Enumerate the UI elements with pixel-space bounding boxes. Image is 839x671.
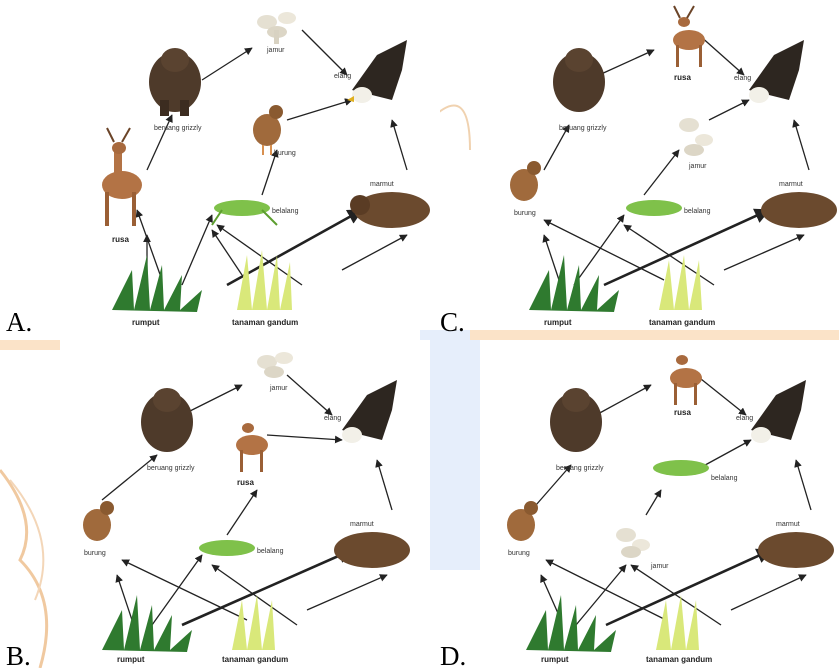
deer-icon <box>102 128 142 226</box>
label-top: rusa <box>674 408 691 417</box>
food-web-d: rusa beruang grizzly elang jamur burung … <box>486 340 839 668</box>
deer-icon <box>236 423 268 472</box>
bear-icon <box>550 388 602 452</box>
option-c-letter[interactable]: C. <box>440 309 465 336</box>
rodent-icon <box>758 532 834 568</box>
label-bear: beruang grizzly <box>154 125 202 132</box>
label-grass: rumput <box>132 318 160 327</box>
bird-icon <box>507 501 538 541</box>
label-bear: beruang grizzly <box>556 465 604 472</box>
label-mushroom: jamur <box>688 163 707 170</box>
mushroom-icon <box>257 12 296 44</box>
eagle-icon <box>342 380 397 443</box>
bird-icon <box>83 501 114 541</box>
wheat-icon <box>232 595 275 650</box>
option-b-panel: jamur beruang grizzly elang rusa burung … <box>62 340 430 668</box>
label-grass: rumput <box>117 655 145 664</box>
label-rodent: marmut <box>350 521 374 528</box>
label-bird: burung <box>508 550 530 557</box>
deer-icon <box>673 6 705 67</box>
label-eagle: elang <box>324 415 341 422</box>
label-plant: tanaman gandum <box>649 318 715 327</box>
label-deer: rusa <box>237 478 254 487</box>
eagle-icon <box>749 40 804 103</box>
label-rodent: marmut <box>370 181 394 188</box>
bear-icon <box>141 388 193 452</box>
option-d-letter[interactable]: D. <box>440 643 466 670</box>
bird-icon <box>253 105 283 155</box>
label-bear: beruang grizzly <box>559 125 607 132</box>
label-hopper: belalang <box>711 475 738 482</box>
label-top: jamur <box>269 385 288 392</box>
label-bird: burung <box>84 550 106 557</box>
label-grass: rumput <box>544 318 572 327</box>
mushroom-icon <box>257 352 293 378</box>
label-eagle: elang <box>736 415 753 422</box>
grass-icon <box>526 595 616 652</box>
label-eagle: elang <box>334 73 351 80</box>
deer-icon <box>670 355 702 405</box>
label-top: rusa <box>674 73 691 82</box>
bear-icon <box>553 48 605 112</box>
wheat-icon <box>656 595 699 650</box>
option-d-panel: rusa beruang grizzly elang jamur burung … <box>486 340 839 668</box>
label-rodent: marmut <box>776 521 800 528</box>
eagle-icon <box>347 40 407 103</box>
label-top: jamur <box>266 47 285 54</box>
label-bear: beruang grizzly <box>147 465 195 472</box>
rodent-icon <box>761 192 837 228</box>
food-web-b: jamur beruang grizzly elang rusa burung … <box>62 340 430 668</box>
rodent-icon <box>350 192 430 228</box>
label-rodent: marmut <box>779 181 803 188</box>
grasshopper-icon <box>199 540 255 556</box>
label-eagle: elang <box>734 75 751 82</box>
rodent-icon <box>334 532 410 568</box>
grasshopper-icon <box>212 200 277 225</box>
option-c-panel: rusa beruang grizzly elang jamur burung … <box>484 0 839 330</box>
label-bird: burung <box>514 210 536 217</box>
label-plant: tanaman gandum <box>222 655 288 664</box>
bird-icon <box>510 161 541 201</box>
label-plant: tanaman gandum <box>646 655 712 664</box>
option-a-panel: jamur beruang grizzly elang rusa burung … <box>62 0 440 330</box>
label-hopper: belalang <box>684 208 711 215</box>
food-web-a: jamur beruang grizzly elang rusa burung … <box>62 0 440 330</box>
food-web-c: rusa beruang grizzly elang jamur burung … <box>484 0 839 330</box>
grasshopper-icon <box>653 460 709 476</box>
label-deer: rusa <box>112 235 129 244</box>
eagle-icon <box>751 380 806 443</box>
option-b-letter[interactable]: B. <box>6 643 31 670</box>
label-hopper: belalang <box>272 208 299 215</box>
grass-icon <box>102 595 192 652</box>
grass-icon <box>112 255 202 312</box>
label-plant: tanaman gandum <box>232 318 298 327</box>
mushroom-icon <box>616 528 650 558</box>
label-hopper: belalang <box>257 548 284 555</box>
option-a-letter[interactable]: A. <box>6 309 32 336</box>
label-bird: burung <box>274 150 296 157</box>
mushroom-icon <box>679 118 713 156</box>
label-mushroom: jamur <box>650 563 669 570</box>
grasshopper-icon <box>626 200 682 216</box>
bear-icon <box>149 48 201 116</box>
label-grass: rumput <box>541 655 569 664</box>
